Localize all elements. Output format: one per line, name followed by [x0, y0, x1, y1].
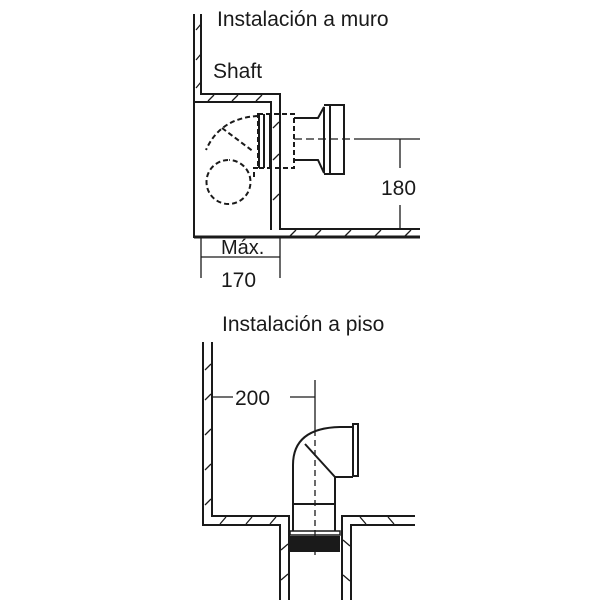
- floor-elbow-pipe: [289, 423, 359, 552]
- floor-installation-drawing: Instalación a piso 200: [202, 313, 415, 600]
- floor-structure: [202, 342, 415, 600]
- wall-installation-drawing: Instalación a muro Shaft 180 Máx. 170: [193, 8, 420, 292]
- dimension-200: 200: [212, 380, 316, 555]
- wall-structure: [193, 14, 420, 239]
- wall-install-title: Instalación a muro: [217, 8, 389, 31]
- height-dimension: 180: [381, 177, 416, 200]
- offset-dimension: 200: [235, 387, 270, 410]
- wall-outlet-pipe: [205, 104, 420, 205]
- dimension-170: Máx. 170: [200, 237, 281, 292]
- max-label: Máx.: [221, 237, 264, 259]
- shaft-label: Shaft: [213, 60, 262, 83]
- floor-install-title: Instalación a piso: [222, 313, 384, 336]
- dimension-180: 180: [381, 139, 416, 229]
- width-dimension: 170: [221, 269, 256, 292]
